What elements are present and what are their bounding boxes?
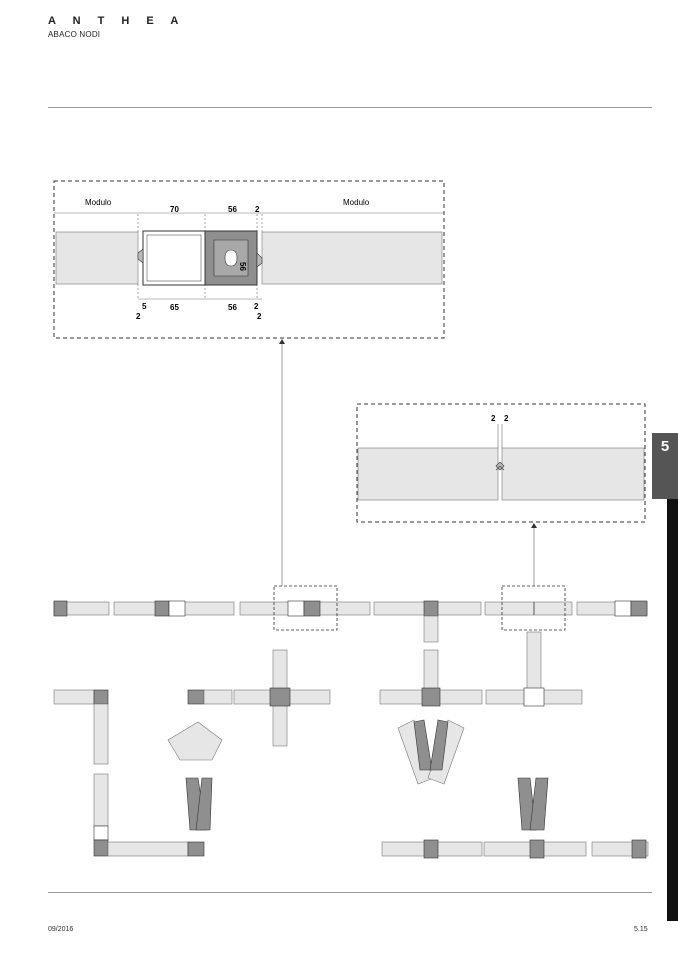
brand-logo: A N T H E A — [48, 15, 186, 27]
detail-frame-right — [356, 403, 646, 523]
detail-box-right: 2 2 — [356, 403, 646, 523]
detail-frame — [53, 180, 445, 339]
joint-clip — [495, 461, 505, 471]
callout-box-a — [273, 585, 338, 631]
clip-left — [137, 248, 144, 264]
gap-left: 2 — [491, 414, 496, 423]
detail-box-top: Modulo Modulo 70 56 2 56 5 65 56 2 2 2 — [53, 180, 445, 339]
footer-date: 09/2016 — [48, 926, 74, 933]
nodes-row — [53, 585, 648, 643]
side-bar — [667, 499, 678, 921]
dim-65: 65 — [170, 303, 179, 312]
panel-right — [261, 231, 443, 285]
modulo-right-label: Modulo — [343, 198, 370, 207]
profile-open — [142, 230, 206, 286]
dim-56-bottom: 56 — [228, 303, 237, 312]
page-subtitle: ABACO NODI — [48, 30, 101, 39]
header-divider — [48, 107, 652, 108]
panel-left — [55, 231, 139, 285]
section-tab[interactable]: 5 — [652, 433, 678, 499]
dim-2-low-right: 2 — [257, 312, 262, 321]
dim-2-bottom: 2 — [254, 302, 259, 311]
dim-2-top: 2 — [255, 205, 260, 214]
footer-divider — [48, 892, 652, 893]
modulo-left-label: Modulo — [85, 198, 112, 207]
gap-right: 2 — [504, 414, 509, 423]
panel-right-a — [357, 447, 499, 501]
dim-70: 70 — [170, 205, 179, 214]
nodes-lower — [53, 631, 649, 859]
callout-box-b — [501, 585, 566, 631]
section-number: 5 — [660, 438, 670, 455]
page-number: 5.15 — [634, 926, 648, 933]
clip-right — [256, 252, 263, 268]
panel-right-b — [501, 447, 645, 501]
dim-2-low-left: 2 — [136, 312, 141, 321]
dim-56-top: 56 — [228, 205, 237, 214]
dim-5: 5 — [142, 302, 147, 311]
dim-56-vertical: 56 — [238, 262, 247, 271]
